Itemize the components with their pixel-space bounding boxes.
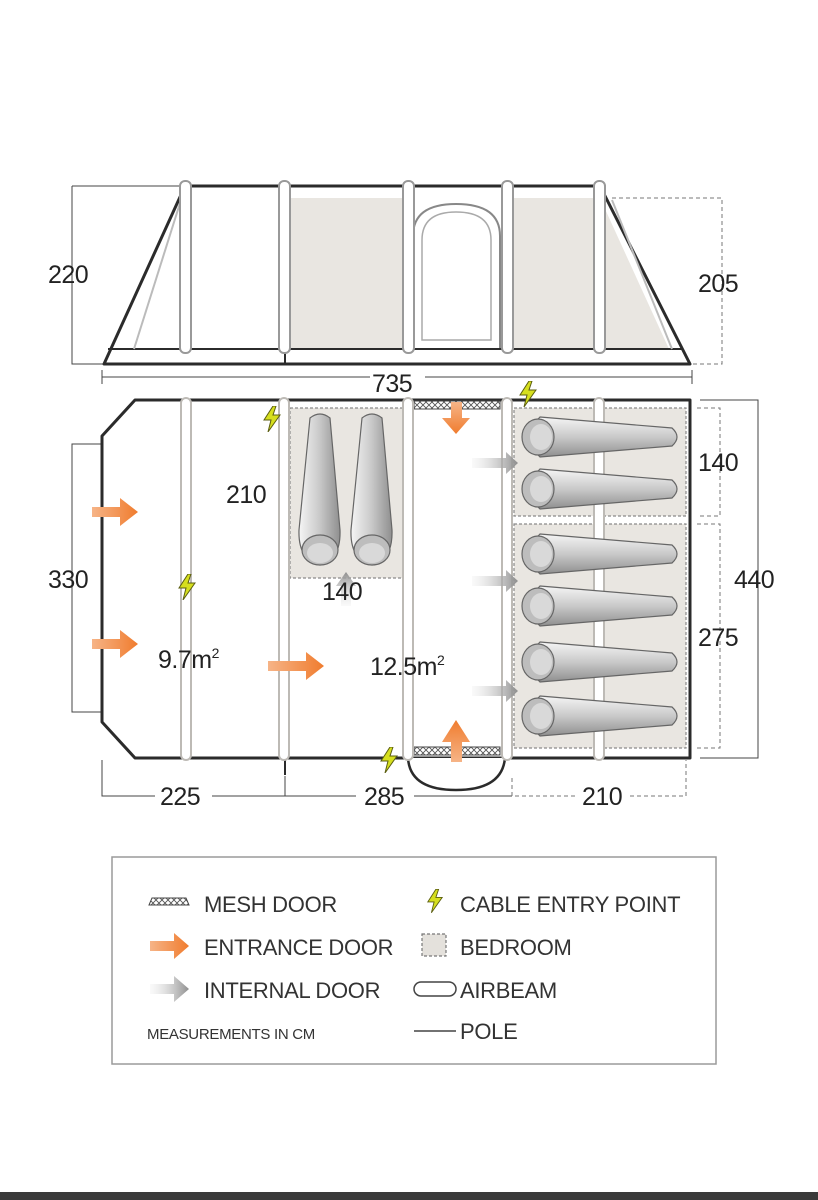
sleeping-bag bbox=[521, 468, 678, 510]
legend-box bbox=[111, 856, 717, 1065]
legend-measurements-note: MEASUREMENTS IN CM bbox=[147, 1026, 315, 1043]
internal-arrow-icon bbox=[150, 976, 189, 1002]
section-2-label: 285 bbox=[364, 783, 404, 811]
width-right-label: 440 bbox=[734, 566, 774, 594]
legend-pole-label: POLE bbox=[460, 1019, 518, 1044]
entrance-arrows bbox=[92, 402, 470, 762]
entrance-arrow-icon bbox=[150, 933, 189, 959]
height-right-label: 205 bbox=[698, 270, 738, 298]
entrance-arrow-icon bbox=[92, 630, 138, 658]
section-3-label: 210 bbox=[582, 783, 622, 811]
height-left-label: 220 bbox=[48, 261, 88, 289]
porch-area-label: 9.7m2 bbox=[158, 645, 220, 674]
sleeping-bag bbox=[521, 416, 678, 458]
internal-door-arrows bbox=[336, 452, 518, 702]
legend-item-bedroom: BEDROOM bbox=[421, 933, 572, 960]
side-view-bedroom-panel bbox=[287, 198, 405, 349]
entrance-arrow-icon bbox=[92, 498, 138, 526]
airbeam-icon bbox=[413, 981, 457, 997]
sleeping-bag bbox=[521, 641, 678, 683]
legend-item-pole: POLE bbox=[414, 1019, 518, 1044]
inner-bedroom-width-label: 140 bbox=[322, 578, 362, 606]
side-view-bedroom-panel bbox=[512, 198, 600, 349]
entrance-arrow-icon bbox=[442, 402, 470, 434]
bedroom-icon bbox=[421, 933, 447, 957]
legend-item-cable-entry: CABLE ENTRY POINT bbox=[427, 889, 681, 917]
legend-item-mesh-door: MESH DOOR bbox=[148, 892, 337, 917]
width-left-label: 330 bbox=[48, 566, 88, 594]
legend: MESH DOOR ENTRANCE DOOR INTERNAL DOOR ME… bbox=[111, 856, 717, 1065]
side-view: 220 205 bbox=[48, 180, 739, 366]
side-view-door-arch bbox=[412, 202, 501, 348]
side-view-airbeams bbox=[179, 180, 606, 354]
side-view-bedroom-panel bbox=[600, 198, 669, 349]
living-area-label: 12.5m2 bbox=[370, 652, 445, 681]
internal-arrow-icon bbox=[472, 570, 518, 592]
floor-plan: 735 bbox=[48, 370, 775, 811]
total-length-dimension bbox=[101, 370, 693, 384]
section-dimension-guides bbox=[101, 760, 687, 797]
legend-item-internal-door: INTERNAL DOOR bbox=[150, 976, 381, 1003]
legend-item-entrance-door: ENTRANCE DOOR bbox=[150, 933, 394, 960]
inner-bedroom-depth-label: 210 bbox=[226, 481, 266, 509]
bottom-bar bbox=[0, 1192, 818, 1200]
entrance-arrow-icon bbox=[442, 720, 470, 762]
entrance-arrow-icon bbox=[268, 652, 324, 680]
internal-arrow-icon bbox=[336, 572, 356, 606]
sleeping-bag bbox=[298, 413, 341, 566]
legend-bedroom-label: BEDROOM bbox=[460, 935, 572, 960]
legend-item-airbeam: AIRBEAM bbox=[413, 978, 557, 1003]
sleeping-bags-left bbox=[298, 413, 393, 566]
legend-cable-entry-label: CABLE ENTRY POINT bbox=[460, 892, 680, 917]
internal-arrow-icon bbox=[472, 680, 518, 702]
legend-internal-door-label: INTERNAL DOOR bbox=[204, 978, 380, 1003]
legend-entrance-door-label: ENTRANCE DOOR bbox=[204, 935, 393, 960]
sleeping-bag bbox=[350, 413, 393, 566]
internal-arrow-icon bbox=[472, 452, 518, 474]
section-1-label: 225 bbox=[160, 783, 200, 811]
bedroom-bottom-depth-label: 275 bbox=[698, 624, 738, 652]
side-view-inner-frame bbox=[611, 199, 673, 350]
sleeping-bags-right bbox=[521, 416, 678, 737]
side-view-inner-frame bbox=[133, 199, 182, 350]
front-porch-bump bbox=[406, 757, 507, 792]
legend-airbeam-label: AIRBEAM bbox=[460, 978, 557, 1003]
total-length-label: 735 bbox=[372, 370, 412, 398]
sleeping-bag bbox=[521, 585, 678, 627]
legend-mesh-door-label: MESH DOOR bbox=[204, 892, 337, 917]
sleeping-bag bbox=[521, 695, 678, 737]
side-view-door-arch-inner bbox=[421, 211, 492, 341]
bedroom-top-depth-label: 140 bbox=[698, 449, 738, 477]
sleeping-bag bbox=[521, 533, 678, 575]
side-view-dimension-guides bbox=[71, 185, 723, 365]
mesh-door-icon bbox=[148, 897, 190, 906]
